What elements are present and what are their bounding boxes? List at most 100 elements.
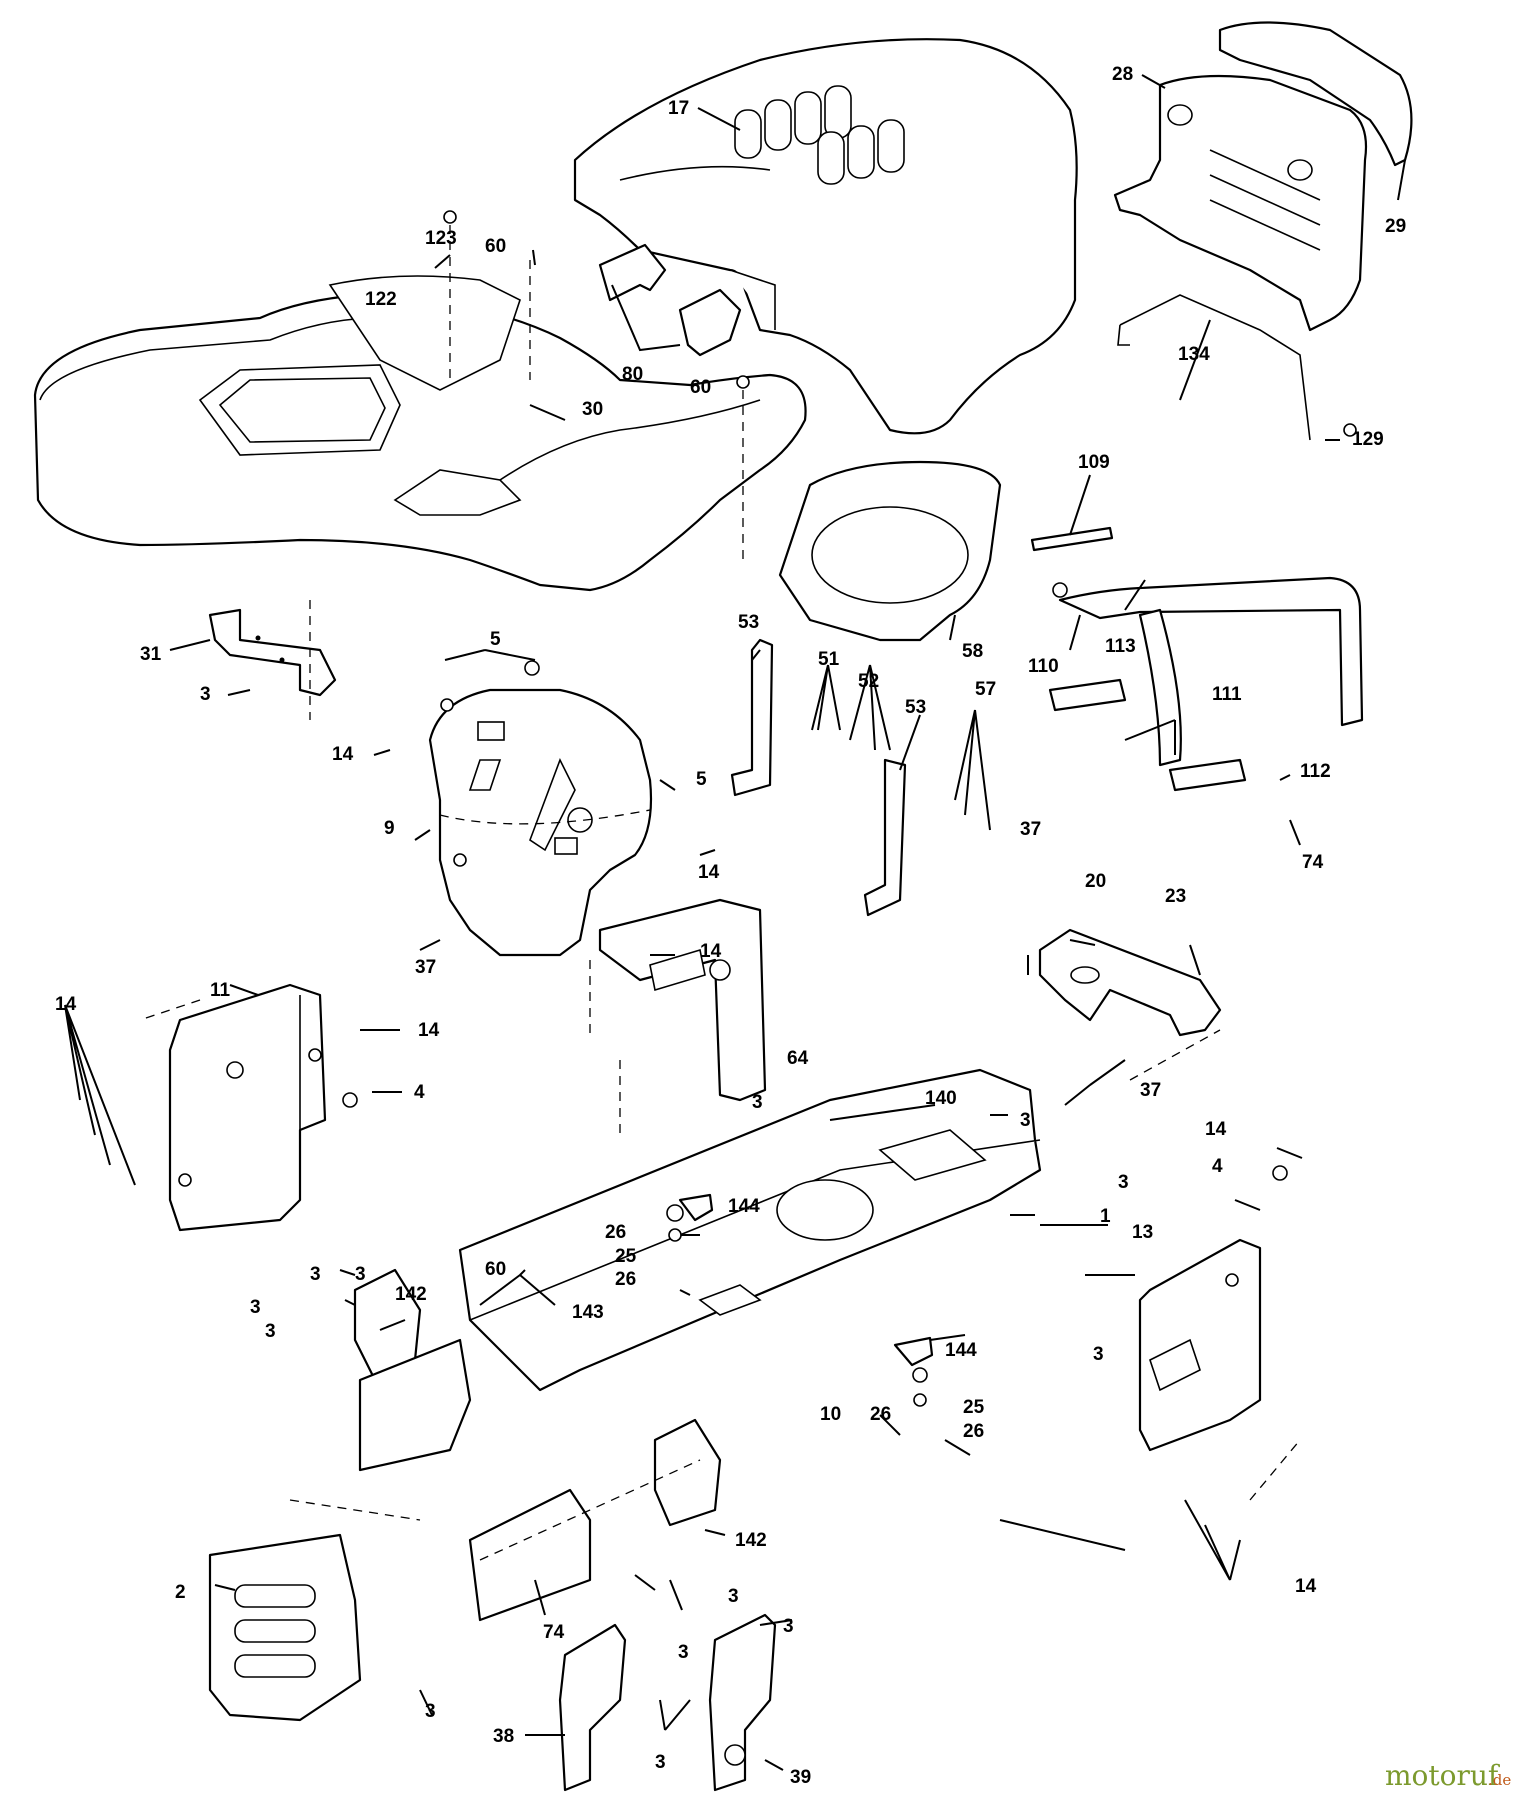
part-labels: 17 28 29 123 60 122 80 60 30 134 129 109… xyxy=(55,64,1406,1788)
part-label: 111 xyxy=(1212,684,1242,705)
front-plate-part xyxy=(208,1533,362,1722)
hood-part xyxy=(573,38,1078,435)
part-label: 5 xyxy=(490,629,501,650)
part-label: 3 xyxy=(265,1321,276,1342)
part-label: 80 xyxy=(622,364,643,385)
part-label: 142 xyxy=(735,1530,767,1551)
part-label: 3 xyxy=(655,1752,666,1773)
mount-plate-part xyxy=(1038,928,1222,1037)
fasteners xyxy=(342,210,1357,1407)
front-axle-plate-part xyxy=(358,1338,472,1472)
part-label: 60 xyxy=(485,236,506,257)
part-label: 37 xyxy=(415,957,436,978)
watermark-brand: motoruf xyxy=(1385,1759,1501,1792)
leader-lines xyxy=(64,74,1406,1771)
part-label: 3 xyxy=(310,1264,321,1285)
part-label: 2 xyxy=(175,1582,186,1603)
part-label: 14 xyxy=(55,994,77,1015)
part-label: 23 xyxy=(1165,886,1186,907)
part-label: 37 xyxy=(1020,819,1041,840)
part-label: 3 xyxy=(425,1701,436,1722)
hitch-pin-part xyxy=(1030,526,1114,552)
bumper-tube-part xyxy=(1048,576,1364,792)
hood-clips xyxy=(598,243,742,357)
part-label: 142 xyxy=(395,1284,427,1305)
watermark-tld: .de xyxy=(1488,1771,1511,1789)
part-label: 58 xyxy=(962,641,983,662)
part-label: 4 xyxy=(414,1082,425,1103)
battery-tray-part xyxy=(778,460,1002,642)
part-label: 11 xyxy=(210,980,231,1001)
part-label: 29 xyxy=(1385,216,1406,237)
part-label: 3 xyxy=(1118,1172,1129,1193)
part-label: 26 xyxy=(605,1222,626,1243)
part-label: 74 xyxy=(1302,852,1324,873)
part-label: 14 xyxy=(418,1020,440,1041)
part-label: 74 xyxy=(543,1622,565,1643)
part-label: 37 xyxy=(1140,1080,1161,1101)
part-label: 14 xyxy=(332,744,354,765)
steering-plate-lower-part xyxy=(653,1418,722,1527)
part-label: 17 xyxy=(668,98,689,119)
part-label: 53 xyxy=(905,697,926,718)
watermark-logo: motoruf .de xyxy=(1385,1759,1511,1792)
part-label: 13 xyxy=(1132,1222,1153,1243)
part-label: 10 xyxy=(820,1404,841,1425)
part-label: 31 xyxy=(140,644,162,665)
part-label: 3 xyxy=(728,1586,739,1607)
grille-part xyxy=(1113,74,1368,332)
right-side-panel-part xyxy=(1138,1238,1262,1452)
part-label: 9 xyxy=(384,818,395,839)
bracket-39-hole xyxy=(724,1744,746,1766)
part-label: 14 xyxy=(698,862,720,883)
dash-panel-part xyxy=(428,688,653,957)
part-label: 38 xyxy=(493,1726,514,1747)
part-label: 112 xyxy=(1300,761,1331,782)
assembly-lines xyxy=(139,225,1301,1561)
part-label: 144 xyxy=(945,1340,977,1361)
main-frame-part xyxy=(458,1068,1042,1392)
part-label: 26 xyxy=(963,1421,984,1442)
part-label: 109 xyxy=(1078,452,1110,473)
part-label: 60 xyxy=(485,1259,506,1280)
fender-part xyxy=(33,275,807,592)
part-label: 14 xyxy=(1205,1119,1227,1140)
support-rod-part xyxy=(1117,294,1311,441)
part-label: 64 xyxy=(787,1048,809,1069)
part-label: 3 xyxy=(250,1297,261,1318)
left-side-panel-part xyxy=(168,983,327,1232)
part-label: 3 xyxy=(1020,1110,1031,1131)
part-label: 3 xyxy=(1093,1344,1104,1365)
part-label: 25 xyxy=(963,1397,985,1418)
bracket-38-part xyxy=(558,1623,627,1792)
part-label: 3 xyxy=(200,684,211,705)
part-label: 3 xyxy=(678,1642,689,1663)
part-label: 122 xyxy=(365,289,397,310)
part-label: 26 xyxy=(615,1269,636,1290)
hood-vents xyxy=(734,85,905,185)
part-label: 39 xyxy=(790,1767,811,1788)
part-label: 5 xyxy=(696,769,707,790)
part-label: 3 xyxy=(752,1092,763,1113)
part-label: 143 xyxy=(572,1302,604,1323)
seat-bracket-part xyxy=(208,608,337,697)
part-label: 14 xyxy=(700,941,722,962)
bracket-left-part xyxy=(730,638,774,797)
bracket-39-part xyxy=(708,1613,777,1792)
part-label: 20 xyxy=(1085,871,1106,892)
part-label: 129 xyxy=(1352,429,1384,450)
part-label: 57 xyxy=(975,679,996,700)
part-label: 28 xyxy=(1112,64,1133,85)
part-label: 140 xyxy=(925,1088,957,1109)
part-label: 110 xyxy=(1028,656,1059,677)
part-label: 14 xyxy=(1295,1576,1317,1597)
bracket-right-part xyxy=(863,758,907,917)
part-label: 60 xyxy=(690,377,711,398)
clip-144-lower-part xyxy=(893,1336,934,1367)
part-label: 51 xyxy=(818,649,840,670)
steering-support-part xyxy=(598,898,767,1102)
part-label: 25 xyxy=(615,1246,637,1267)
part-label: 53 xyxy=(738,612,759,633)
